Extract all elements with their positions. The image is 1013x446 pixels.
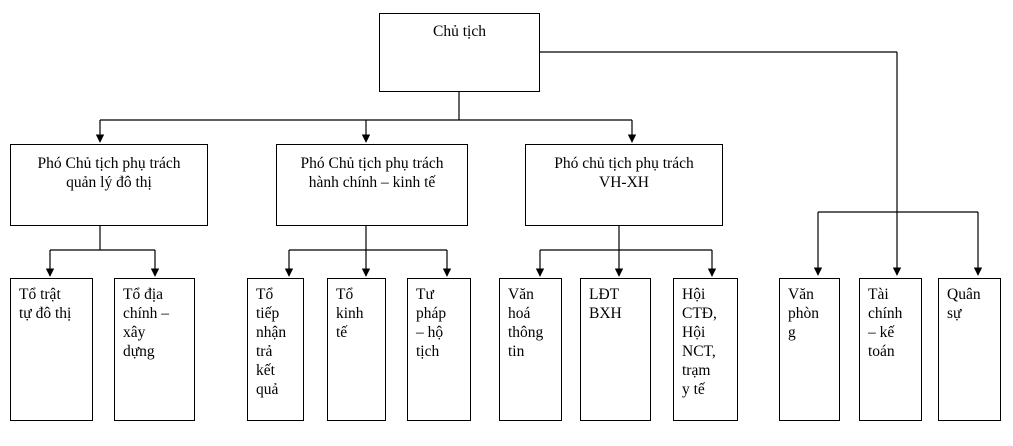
unit-box: Tư pháp – hộ tịch	[407, 278, 471, 421]
unit-box: Văn phòn g	[779, 278, 840, 421]
deputy-urban-box: Phó Chủ tịch phụ trách quản lý đô thị	[10, 144, 208, 226]
unit-box: Tài chính – kế toán	[859, 278, 922, 421]
deputy-culture-line2: VH-XH	[599, 174, 649, 191]
unit-box: Tổ tiếp nhận trả kết quả	[247, 278, 304, 421]
unit-box: Tổ trật tự đô thị	[10, 278, 93, 421]
chairman-label: Chủ tịch	[433, 23, 486, 40]
unit-box: LĐT BXH	[580, 278, 651, 421]
deputy-culture-box: Phó chủ tịch phụ trách VH-XH	[525, 144, 723, 226]
unit-box: Quân sự	[938, 278, 1001, 421]
deputy-admin-line2: hành chính – kinh tế	[308, 174, 436, 191]
deputy-admin-box: Phó Chủ tịch phụ trách hành chính – kinh…	[276, 144, 468, 226]
deputy-urban-line1: Phó Chủ tịch phụ trách	[37, 155, 181, 172]
deputy-urban-line2: quản lý đô thị	[66, 174, 152, 191]
deputy-admin-line1: Phó Chủ tịch phụ trách	[300, 155, 444, 172]
unit-box: Tổ kinh tế	[327, 278, 386, 421]
unit-box: Văn hoá thông tin	[499, 278, 562, 421]
chairman-box: Chủ tịch	[379, 13, 540, 92]
unit-box: Tổ địa chính – xây dựng	[114, 278, 195, 421]
unit-box: Hội CTĐ, Hội NCT, trạm y tế	[673, 278, 738, 421]
deputy-culture-line1: Phó chủ tịch phụ trách	[554, 155, 694, 172]
